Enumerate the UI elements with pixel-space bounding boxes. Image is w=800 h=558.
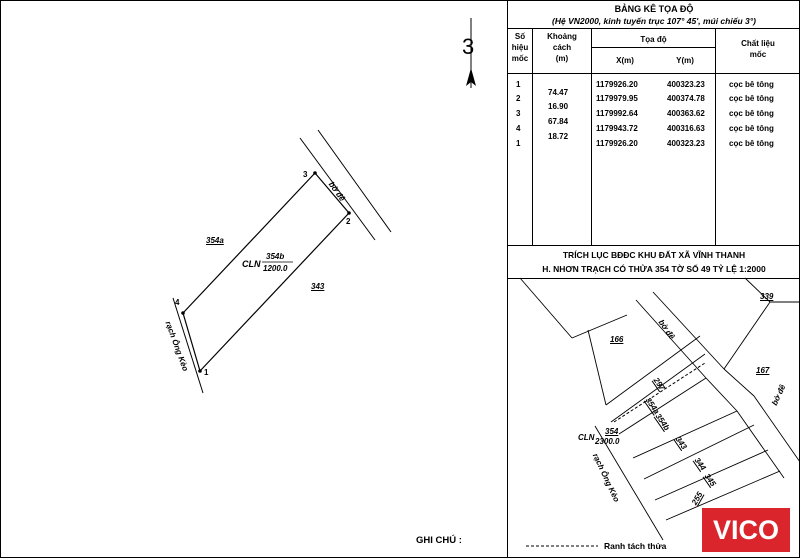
material-cell: cọc bê tông (729, 109, 774, 118)
material-cell: cọc bê tông (729, 139, 774, 148)
header-x: X(m) (616, 56, 634, 65)
x-cell: 1179926.20 (596, 80, 638, 89)
table-subtitle: (Hệ VN2000, kinh tuyến trục 107° 45', mú… (552, 16, 756, 26)
excerpt-title-line1: TRÍCH LỤC BĐĐC KHU ĐẤT XÃ VĨNH THANH (562, 250, 746, 260)
vertex-2-label: 2 (346, 217, 351, 226)
center-divider (507, 0, 508, 558)
main-parcel-map (172, 18, 476, 394)
excerpt-2300-label: 2300.0 (595, 437, 620, 446)
y-cell: 400363.62 (667, 109, 705, 118)
material-cell: cọc bê tông (729, 80, 774, 89)
x-cell: 1179992.64 (596, 109, 638, 118)
y-cell: 400374.78 (667, 94, 705, 103)
distance-cell: 67.84 (548, 117, 569, 126)
vertex-3-label: 3 (303, 170, 308, 179)
header-so-hieu-moc: Số hiệu mốc (511, 32, 529, 63)
parcel-area-label: 1200.0 (263, 264, 288, 273)
legend-split-boundary: Ranh tách thửa (604, 541, 667, 551)
excerpt-cln-label: CLN (578, 433, 595, 442)
cln-label: CLN (242, 259, 261, 269)
distance-cell: 18.72 (548, 132, 569, 141)
canal-edge (172, 297, 204, 394)
x-cell: 1179943.72 (596, 124, 638, 133)
vertex-4-label: 4 (175, 298, 180, 307)
table-title: BẢNG KÊ TỌA ĐỘ (614, 4, 694, 14)
header-y: Y(m) (676, 56, 694, 65)
parcel-354b-label: 354b (266, 252, 285, 261)
excerpt-354-label: 354 (605, 427, 619, 436)
material-cell: cọc bê tông (729, 124, 774, 133)
notes-label: GHI CHÚ : (416, 535, 462, 546)
material-cell: cọc bê tông (729, 94, 774, 103)
x-cell: 1179926.20 (596, 139, 638, 148)
table-row: 2 (516, 94, 521, 103)
vertex-marker-1 (198, 369, 202, 373)
x-cell: 1179979.95 (596, 94, 638, 103)
header-chat-lieu: Chất liệu mốc (741, 39, 775, 59)
table-row: 1 (516, 80, 521, 89)
header-khoang-cach: Khoảng cách (m) (547, 32, 577, 63)
distance-cell: 16.90 (548, 102, 569, 111)
y-cell: 400323.23 (667, 139, 705, 148)
vertex-marker-2 (347, 211, 351, 215)
table-row: 1 (516, 139, 521, 148)
y-cell: 400316.63 (667, 124, 705, 133)
vertex-1-label: 1 (204, 368, 209, 377)
vertex-marker-3 (313, 171, 317, 175)
north-arrow-numeral: 3 (462, 34, 475, 59)
road-band (299, 129, 392, 241)
table-row: 4 (516, 124, 521, 133)
table-row: 3 (516, 109, 521, 118)
parcel-354a-label: 354a (206, 236, 224, 245)
excerpt-166-label: 166 (610, 335, 624, 344)
parcel-343-label: 343 (311, 282, 325, 291)
north-arrow-icon (466, 18, 476, 88)
excerpt-339-label: 339 (760, 292, 774, 301)
distance-cell: 74.47 (548, 88, 569, 97)
vertex-marker-4 (181, 311, 185, 315)
y-cell: 400323.23 (667, 80, 705, 89)
vico-logo: VICO (702, 508, 790, 552)
header-toa-do: Tọa độ (640, 35, 667, 44)
excerpt-167-label: 167 (756, 366, 770, 375)
excerpt-title-line2: H. NHƠN TRẠCH CÓ THỬA 354 TỜ SỐ 49 TỶ LỆ… (542, 264, 766, 274)
